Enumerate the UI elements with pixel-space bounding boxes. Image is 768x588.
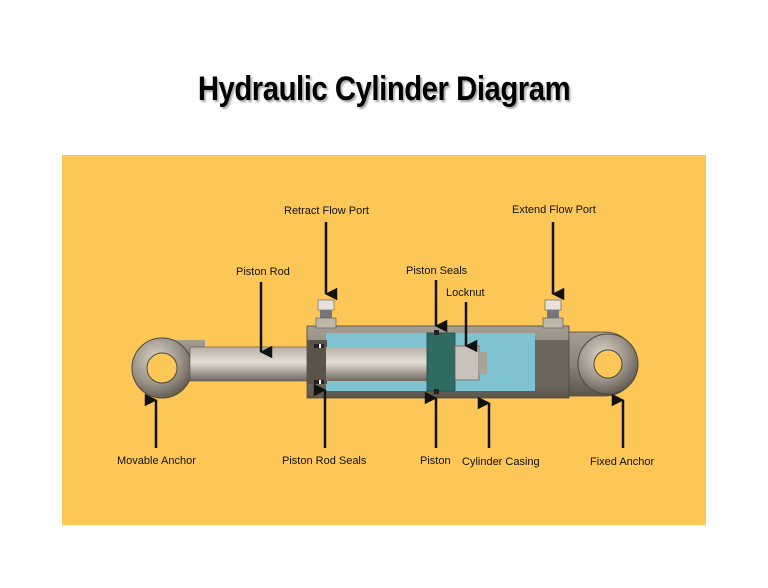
extend-port-fitting [542, 299, 564, 329]
label-retract-flow-port: Retract Flow Port [284, 205, 369, 217]
label-piston-rod-seals: Piston Rod Seals [282, 455, 367, 467]
diagram-title: Hydraulic Cylinder Diagram [197, 70, 571, 108]
retract-port-fitting [315, 299, 337, 329]
piston-shape [426, 332, 456, 392]
piston-seals-shape [434, 330, 439, 335]
label-fixed-anchor: Fixed Anchor [590, 456, 655, 468]
label-extend-flow-port: Extend Flow Port [512, 204, 596, 216]
piston-rod-inner-shape [326, 347, 430, 381]
locknut-shape [454, 345, 480, 381]
fixed-anchor-eye [568, 331, 639, 397]
label-piston: Piston [420, 455, 451, 467]
label-piston-seals: Piston Seals [406, 265, 468, 277]
label-cylinder-casing: Cylinder Casing [462, 456, 540, 468]
label-movable-anchor: Movable Anchor [117, 455, 196, 467]
piston-rod-seals-shape [314, 344, 324, 384]
locknut-end-shape [479, 352, 487, 374]
pointer-arrows [144, 222, 625, 448]
piston-seals-lower-shape [434, 389, 439, 394]
label-piston-rod: Piston Rod [236, 266, 290, 278]
label-locknut: Locknut [446, 287, 485, 299]
